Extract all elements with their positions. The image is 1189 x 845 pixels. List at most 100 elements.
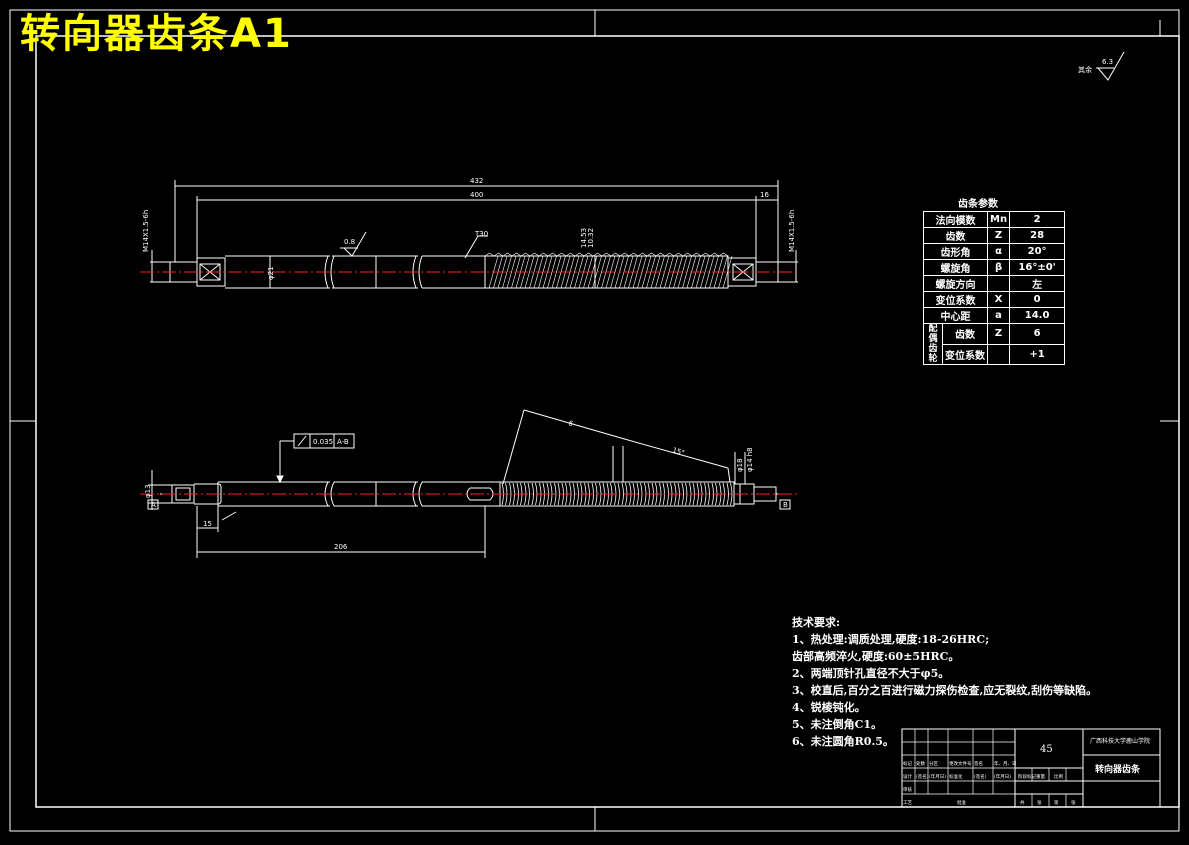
tooth-hatch	[574, 255, 584, 289]
top-view	[150, 180, 798, 289]
tb-label: 签名	[974, 760, 983, 767]
tb-label: 第	[1054, 799, 1059, 806]
param-row: 螺旋方向 左	[923, 275, 1066, 292]
tb-label: (签名)	[974, 773, 987, 780]
tooth-line	[509, 482, 512, 506]
top-dia-teeth: 14.53	[580, 228, 588, 248]
tooth-line	[572, 482, 575, 506]
param-symbol	[986, 275, 1011, 292]
param-symbol: Mn	[986, 211, 1011, 228]
tech-heading: 技术要求:	[792, 616, 841, 629]
tooth-line	[704, 482, 707, 506]
tb-label: 比例	[1054, 773, 1063, 780]
tb-label: 共	[1020, 799, 1025, 806]
param-value: 28	[1009, 227, 1066, 244]
thread-left-label: M14X1.5-6h	[142, 210, 150, 252]
dim-right: φ14 h8	[746, 447, 754, 472]
tb-label: 年、月、日	[994, 760, 1017, 767]
param-value: 2	[1009, 211, 1066, 228]
param-symbol: Z	[986, 323, 1011, 345]
dim-left: φ13	[144, 484, 152, 498]
tb-label: 张	[1071, 799, 1076, 806]
roughness-symbol: 其余 6.3	[1078, 51, 1125, 81]
tooth-hatch	[506, 255, 517, 289]
top-view-teeth	[484, 252, 733, 289]
tooth-line	[554, 482, 557, 506]
param-name: 齿数	[923, 227, 988, 244]
tooth-hatch	[502, 255, 512, 289]
material: 45	[1040, 744, 1053, 755]
param-value: 20°	[1009, 243, 1066, 260]
param-symbol: a	[986, 307, 1011, 324]
tooth-line	[636, 482, 639, 506]
dim-angle1: 6	[567, 419, 574, 428]
tb-label: 标准化	[949, 773, 963, 780]
tb-label: 阶段标记	[1018, 773, 1036, 780]
dim-206: 206	[334, 543, 348, 551]
tooth-hatch	[682, 255, 692, 289]
tb-label: 重量	[1036, 773, 1045, 780]
tb-label: (年月日)	[929, 773, 946, 780]
school: 广西科技大学鹿山学院	[1090, 737, 1150, 745]
tooth-line	[685, 482, 688, 506]
tooth-line	[644, 482, 647, 506]
param-symbol: α	[986, 243, 1011, 260]
tooth-line	[576, 482, 579, 506]
tech-line: 1、热处理:调质处理,硬度:18-26HRC;	[792, 633, 990, 646]
tooth-profile	[484, 252, 729, 257]
tooth-hatch	[677, 255, 688, 289]
param-table-title: 齿条参数	[958, 199, 998, 210]
tooth-hatch	[569, 255, 580, 289]
dim-angle2: 15°	[671, 446, 685, 457]
tooth-line	[595, 482, 598, 506]
param-value: 16°±0'	[1009, 259, 1066, 276]
drawing-name: 转向器齿条	[1095, 763, 1141, 775]
tooth-line	[621, 482, 624, 506]
roughness-value: 6.3	[1102, 58, 1113, 66]
tooth-hatch	[547, 255, 557, 289]
title-block-grid	[902, 729, 1067, 807]
param-name: 齿形角	[923, 243, 988, 260]
tech-line: 4、锐棱钝化。	[792, 701, 866, 714]
mate-label: 配偶齿轮	[923, 323, 943, 365]
tb-label: (签名)	[916, 773, 929, 780]
tb-label: 批准	[957, 799, 966, 806]
dim-inner: 400	[470, 191, 483, 199]
tolerance-datum: A-B	[337, 438, 349, 446]
param-name: 法向模数	[923, 211, 988, 228]
tb-label: 处数	[916, 760, 925, 767]
param-value: 左	[1009, 275, 1066, 292]
param-symbol: Z	[986, 227, 1011, 244]
tooth-line	[726, 482, 729, 506]
tooth-hatch	[722, 255, 733, 289]
tooth-hatch	[551, 255, 562, 289]
tb-label: 张	[1037, 799, 1042, 806]
dim-overall: 432	[470, 177, 483, 185]
top-dia-teeth2: 10.32	[587, 228, 595, 248]
param-name: 螺旋方向	[923, 275, 988, 292]
tooth-hatch	[704, 255, 715, 289]
tb-label: 更改文件号	[949, 760, 972, 767]
tb-label: 分区	[929, 760, 938, 767]
datum-b: B	[783, 501, 788, 509]
top-leader-label: T30	[474, 230, 488, 238]
dim-15: 15	[203, 520, 212, 528]
tooth-hatch	[700, 255, 710, 289]
tb-label: 标记	[903, 760, 912, 767]
tooth-line	[527, 482, 530, 506]
thread-right-label: M14X1.5-6h	[788, 210, 796, 252]
tech-requirements: 技术要求: 1、热处理:调质处理,硬度:18-26HRC;齿部高频淬火,硬度:6…	[792, 614, 1097, 750]
tech-line: 2、两端顶针孔直径不大于φ5。	[792, 667, 950, 680]
tooth-hatch	[596, 255, 607, 289]
dim-end: 16	[760, 191, 769, 199]
tb-label: 设计	[903, 773, 912, 780]
tooth-line	[505, 482, 508, 506]
